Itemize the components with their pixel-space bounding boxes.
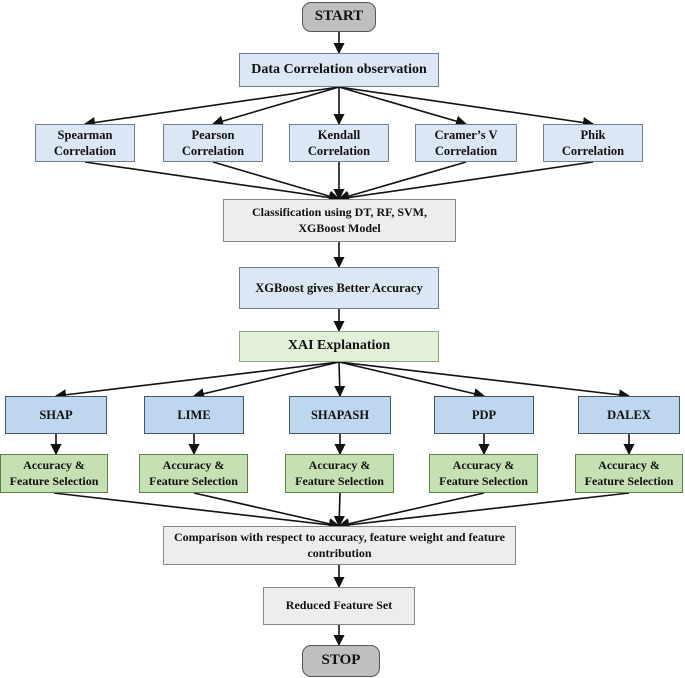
lime-node: LIME	[144, 396, 244, 434]
arrow-spearman-to-classification	[84, 161, 341, 204]
arrow-to-spearman	[83, 86, 340, 129]
lime-feature-selection-node: Accuracy & Feature Selection	[139, 454, 248, 493]
pearson-correlation-node: Pearson Correlation	[163, 124, 263, 162]
arrow-pearson-to-classification	[212, 161, 341, 202]
start-node: START	[302, 2, 376, 32]
comparison-node: Comparison with respect to accuracy, fea…	[163, 526, 516, 565]
dalex-feature-selection-node: Accuracy & Feature Selection	[575, 454, 683, 493]
dalex-node: DALEX	[578, 396, 680, 434]
shapash-node: SHAPASH	[289, 396, 391, 434]
shap-node: SHAP	[5, 396, 107, 434]
cramers-v-correlation-node: Cramer’s V Correlation	[415, 124, 517, 162]
arrow-to-phik	[338, 86, 595, 129]
arrow-shap-selection-to-comparison	[53, 492, 341, 531]
arrow-to-lime	[192, 361, 340, 400]
arrow-to-shapash	[334, 361, 346, 398]
arrow-cramers-v-to-classification	[337, 161, 467, 202]
reduced-feature-set-node: Reduced Feature Set	[263, 587, 415, 625]
arrow-lime-selection-to-comparison	[193, 492, 341, 530]
arrow-to-shap	[54, 361, 340, 401]
shap-feature-selection-node: Accuracy & Feature Selection	[0, 454, 108, 493]
xgboost-accuracy-node: XGBoost gives Better Accuracy	[239, 267, 439, 309]
pdp-node: PDP	[434, 396, 534, 434]
shapash-feature-selection-node: Accuracy & Feature Selection	[285, 454, 394, 493]
pdp-feature-selection-node: Accuracy & Feature Selection	[429, 454, 538, 493]
arrow-to-pearson	[211, 86, 340, 127]
arrow-phik-to-classification	[337, 161, 594, 204]
arrow-dalex-selection-to-comparison	[337, 492, 630, 531]
xai-explanation-node: XAI Explanation	[239, 331, 439, 362]
spearman-correlation-node: Spearman Correlation	[35, 124, 135, 162]
data-correlation-node: Data Correlation observation	[239, 53, 439, 87]
kendall-correlation-node: Kendall Correlation	[289, 124, 389, 162]
arrow-shapash-selection-to-comparison	[333, 492, 345, 528]
arrow-to-pdp	[338, 361, 486, 400]
stop-node: STOP	[302, 645, 380, 677]
arrow-to-dalex	[338, 361, 631, 401]
classification-node: Classification using DT, RF, SVM, XGBoos…	[223, 199, 456, 242]
arrow-pdp-selection-to-comparison	[337, 492, 485, 530]
phik-correlation-node: Phik Correlation	[543, 124, 643, 162]
arrow-to-cramers-v	[338, 86, 468, 127]
